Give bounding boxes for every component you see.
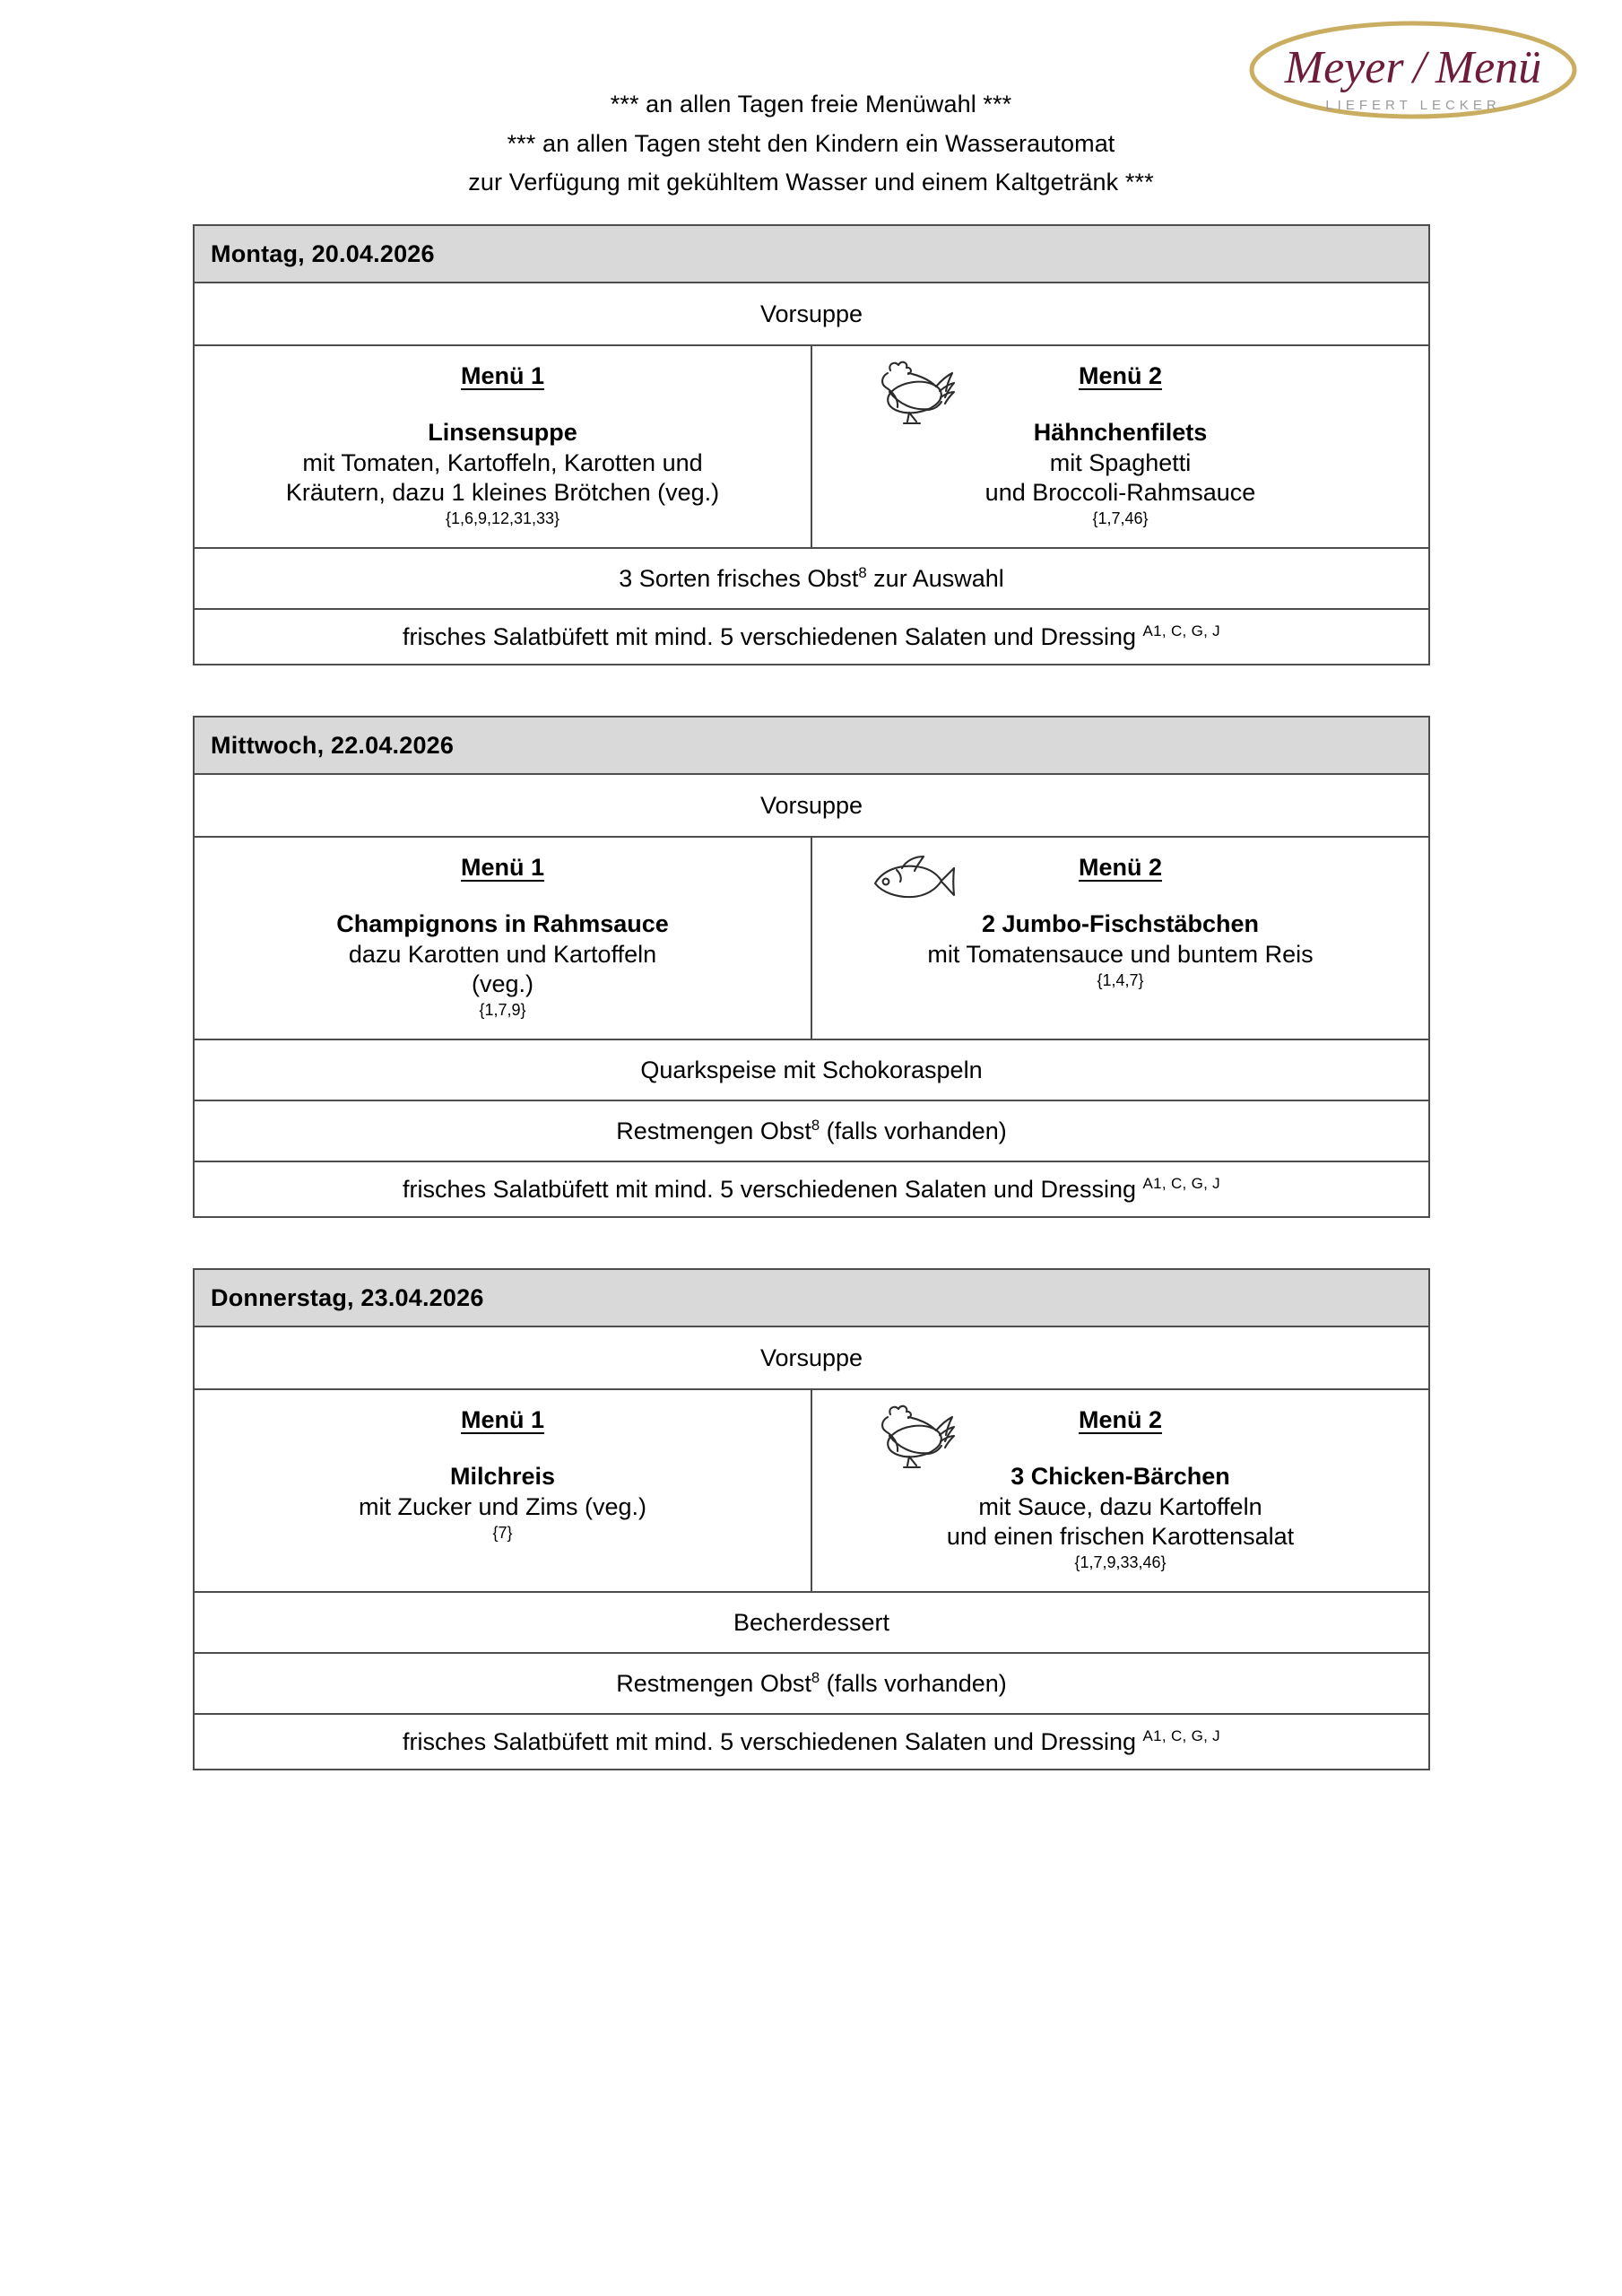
salad-allergen-codes: A1, C, G, J — [1142, 1726, 1220, 1744]
menu-2-cell: Menü 2 3 Chicken-Bärchen mit Sauce, dazu… — [811, 1388, 1430, 1593]
day-header-row: Montag, 20.04.2026 — [193, 224, 1430, 283]
svg-text:LIEFERT LECKER: LIEFERT LECKER — [1325, 98, 1500, 113]
extra-text-before: Becherdessert — [733, 1608, 890, 1636]
menu-2-cell: Menü 2 2 Jumbo-Fischstäbchen mit Tomaten… — [811, 836, 1430, 1040]
extra-text-before: Quarkspeise mit Schokoraspeln — [640, 1056, 983, 1083]
menu-1-dish: Milchreis — [449, 1463, 556, 1490]
extra-row: Restmengen Obst8 (falls vorhanden) — [193, 1652, 1430, 1715]
chicken-icon — [868, 357, 956, 425]
day-title: Donnerstag, 23.04.2026 — [193, 1268, 1430, 1327]
extra-superscript: 8 — [858, 563, 867, 581]
extra-text-before: Restmengen Obst — [616, 1669, 811, 1697]
menu-2-description-line-1: mit Spaghetti — [1049, 448, 1192, 476]
meyer-menue-logo: Meyer / Menü LIEFERT LECKER — [1241, 16, 1586, 128]
day-header-row: Donnerstag, 23.04.2026 — [193, 1268, 1430, 1327]
salad-row: frisches Salatbüfett mit mind. 5 verschi… — [193, 1713, 1430, 1770]
extra-row: Quarkspeise mit Schokoraspeln — [193, 1039, 1430, 1101]
salad-text: frisches Salatbüfett mit mind. 5 verschi… — [403, 1175, 1136, 1203]
salad-allergen-codes: A1, C, G, J — [1142, 622, 1220, 639]
menu-1-allergen-codes: {1,7,9} — [479, 1001, 526, 1020]
menu-1-heading: Menü 1 — [460, 1406, 544, 1433]
menu-1-cell: Menü 1 Linsensuppe mit Tomaten, Kartoffe… — [193, 344, 812, 549]
soup-label: Vorsuppe — [193, 773, 1430, 838]
day-table-montag: Montag, 20.04.2026 Vorsuppe Menü 1 Linse… — [193, 224, 1430, 665]
menu-2-dish: Hähnchenfilets — [1033, 419, 1208, 446]
day-table-donnerstag: Donnerstag, 23.04.2026 Vorsuppe Menü 1 M… — [193, 1268, 1430, 1770]
extra-text-after: (falls vorhanden) — [820, 1669, 1007, 1697]
chicken-icon — [868, 1401, 956, 1469]
salad-buffet: frisches Salatbüfett mit mind. 5 verschi… — [193, 1713, 1430, 1770]
menu-2-dish: 3 Chicken-Bärchen — [1010, 1463, 1230, 1490]
extra-text-before: Restmengen Obst — [616, 1117, 811, 1144]
extra-text-before: 3 Sorten frisches Obst — [619, 564, 859, 592]
menu-2-cell: Menü 2 Hähnchenfilets mit Spaghetti und … — [811, 344, 1430, 549]
extra-text-after: (falls vorhanden) — [820, 1117, 1007, 1144]
extra-row: Restmengen Obst8 (falls vorhanden) — [193, 1100, 1430, 1162]
svg-text:Meyer / Menü: Meyer / Menü — [1284, 42, 1541, 93]
menu-row: Menü 1 Linsensuppe mit Tomaten, Kartoffe… — [193, 344, 1430, 549]
extra-item: Restmengen Obst8 (falls vorhanden) — [193, 1652, 1430, 1715]
day-title: Mittwoch, 22.04.2026 — [193, 716, 1430, 775]
menu-1-cell: Menü 1 Champignons in Rahmsauce dazu Kar… — [193, 836, 812, 1040]
fish-icon — [868, 854, 956, 909]
menu-2-dish: 2 Jumbo-Fischstäbchen — [981, 910, 1260, 937]
day-title: Montag, 20.04.2026 — [193, 224, 1430, 283]
salad-allergen-codes: A1, C, G, J — [1142, 1174, 1220, 1192]
menu-1-dish: Champignons in Rahmsauce — [336, 910, 669, 937]
extra-row: 3 Sorten frisches Obst8 zur Auswahl — [193, 547, 1430, 610]
soup-row: Vorsuppe — [193, 282, 1430, 346]
header-notice-line-1: *** an allen Tagen freie Menüwahl *** — [610, 91, 1012, 117]
menu-1-description-line-1: mit Tomaten, Kartoffeln, Karotten und — [302, 448, 703, 476]
menu-1-heading: Menü 1 — [460, 854, 544, 881]
menu-1-description-line-2: (veg.) — [471, 970, 534, 998]
menu-2-allergen-codes: {1,4,7} — [1097, 971, 1144, 990]
menu-1-description-line-2: Kräutern, dazu 1 kleines Brötchen (veg.) — [285, 479, 720, 507]
extra-text-after: zur Auswahl — [866, 564, 1004, 592]
menu-2-heading: Menü 2 — [1078, 362, 1162, 389]
day-table-mittwoch: Mittwoch, 22.04.2026 Vorsuppe Menü 1 Cha… — [193, 716, 1430, 1218]
page-header: *** an allen Tagen freie Menüwahl *** **… — [0, 0, 1622, 224]
salad-row: frisches Salatbüfett mit mind. 5 verschi… — [193, 608, 1430, 665]
menu-2-description-line-1: mit Sauce, dazu Kartoffeln — [978, 1492, 1262, 1520]
salad-buffet: frisches Salatbüfett mit mind. 5 verschi… — [193, 1161, 1430, 1218]
menu-1-cell: Menü 1 Milchreis mit Zucker und Zims (ve… — [193, 1388, 812, 1593]
menu-1-allergen-codes: {1,6,9,12,31,33} — [445, 509, 560, 528]
salad-buffet: frisches Salatbüfett mit mind. 5 verschi… — [193, 608, 1430, 665]
menu-2-description-line-2: und einen frischen Karottensalat — [946, 1523, 1295, 1551]
menu-2-heading: Menü 2 — [1078, 854, 1162, 881]
menu-2-heading: Menü 2 — [1078, 1406, 1162, 1433]
extra-superscript: 8 — [811, 1668, 820, 1686]
menu-row: Menü 1 Champignons in Rahmsauce dazu Kar… — [193, 836, 1430, 1040]
header-notices: *** an allen Tagen freie Menüwahl *** **… — [0, 85, 1622, 203]
extra-superscript: 8 — [811, 1116, 820, 1134]
menu-1-dish: Linsensuppe — [428, 419, 577, 446]
extra-row: Becherdessert — [193, 1591, 1430, 1654]
header-notice-line-3: zur Verfügung mit gekühltem Wasser und e… — [468, 169, 1154, 196]
menu-1-allergen-codes: {7} — [492, 1524, 513, 1543]
salad-row: frisches Salatbüfett mit mind. 5 verschi… — [193, 1161, 1430, 1218]
soup-row: Vorsuppe — [193, 773, 1430, 838]
menu-2-description-line-1: mit Tomatensauce und buntem Reis — [927, 940, 1314, 968]
soup-row: Vorsuppe — [193, 1326, 1430, 1390]
menu-1-description-line-1: mit Zucker und Zims (veg.) — [358, 1492, 647, 1520]
soup-label: Vorsuppe — [193, 1326, 1430, 1390]
header-notice-line-2: *** an allen Tagen steht den Kindern ein… — [507, 129, 1115, 157]
menu-1-heading: Menü 1 — [460, 362, 544, 389]
menu-2-allergen-codes: {1,7,9,33,46} — [1074, 1553, 1167, 1572]
extra-item: Quarkspeise mit Schokoraspeln — [193, 1039, 1430, 1101]
soup-label: Vorsuppe — [193, 282, 1430, 346]
extra-item: Restmengen Obst8 (falls vorhanden) — [193, 1100, 1430, 1162]
menu-1-description-line-1: dazu Karotten und Kartoffeln — [348, 940, 657, 968]
extra-item: Becherdessert — [193, 1591, 1430, 1654]
extra-item: 3 Sorten frisches Obst8 zur Auswahl — [193, 547, 1430, 610]
menu-2-allergen-codes: {1,7,46} — [1092, 509, 1149, 528]
menu-2-description-line-2: und Broccoli-Rahmsauce — [984, 479, 1256, 507]
salad-text: frisches Salatbüfett mit mind. 5 verschi… — [403, 1727, 1136, 1755]
menu-row: Menü 1 Milchreis mit Zucker und Zims (ve… — [193, 1388, 1430, 1593]
day-header-row: Mittwoch, 22.04.2026 — [193, 716, 1430, 775]
salad-text: frisches Salatbüfett mit mind. 5 verschi… — [403, 622, 1136, 650]
